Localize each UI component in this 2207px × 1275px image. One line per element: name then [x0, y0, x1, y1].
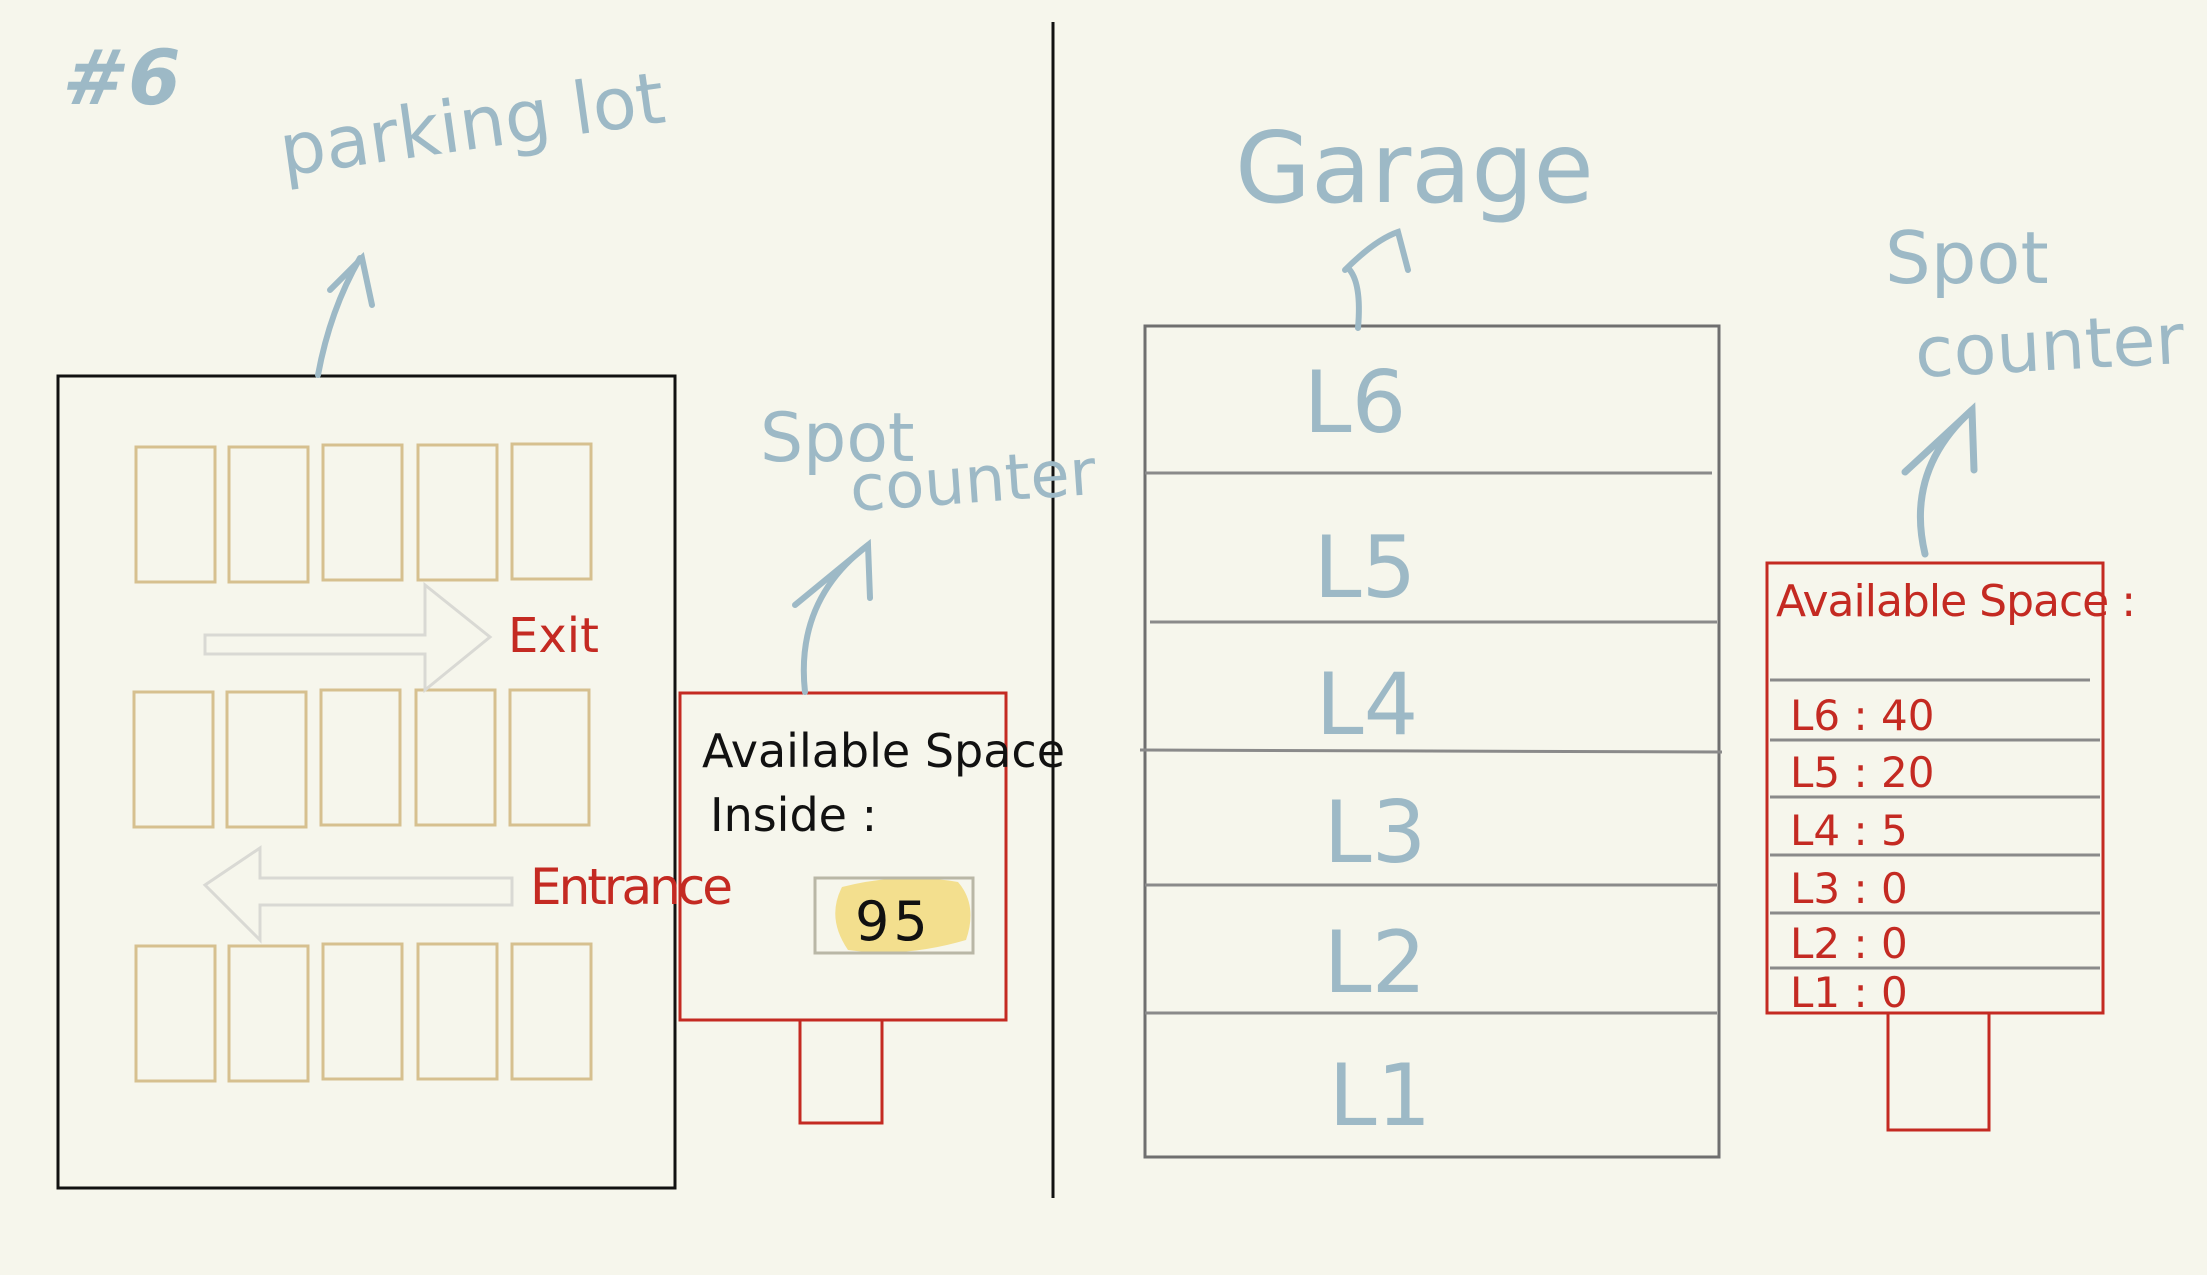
value-display-box: [813, 876, 975, 955]
level-count-row: L4 : 5: [1790, 806, 1908, 855]
parking-space: [510, 442, 593, 581]
page-number: #6: [56, 33, 189, 122]
left-counter-label-line2: counter: [847, 435, 1099, 527]
right-counter-annotation-arrow: [1901, 402, 1978, 558]
parking-space: [508, 688, 591, 827]
garage-level-label: L3: [1323, 783, 1427, 883]
garage-outline: [1143, 324, 1721, 1159]
level-count-row: L3 : 0: [1790, 864, 1908, 913]
level-count-row: L2 : 0: [1790, 919, 1908, 968]
available-space-count: 95: [855, 890, 932, 953]
garage-level-label: L1: [1328, 1046, 1432, 1146]
left-counter-sign-board: [678, 691, 1008, 1022]
left-sign-title: Available Space: [702, 724, 1066, 778]
parking-spaces-row-2: [132, 688, 591, 829]
garage-annotation-arrow: [1342, 228, 1411, 331]
right-counter-label-line2: counter: [1912, 297, 2187, 394]
parking-space: [321, 942, 404, 1081]
garage-level-dividers: [1139, 471, 1723, 1015]
parking-space: [319, 688, 402, 827]
parking-space: [321, 443, 404, 582]
parking-space: [227, 445, 310, 584]
parking-space: [134, 445, 217, 584]
right-counter-label-line1: Spot: [1885, 216, 2049, 300]
right-sign-title: Available Space :: [1776, 576, 2136, 627]
left-counter-label-line1: Spot: [760, 399, 915, 478]
left-sign-title-line2: Inside :: [710, 788, 878, 842]
arrow-left-icon: [202, 845, 514, 944]
parking-lot-outline: [56, 374, 677, 1190]
left-counter-sign-post: [798, 1020, 884, 1125]
garage-level-label: L5: [1313, 518, 1417, 618]
parking-space: [227, 944, 310, 1083]
parking-space: [510, 942, 593, 1081]
parking-space: [225, 690, 308, 829]
garage-level-label: L4: [1315, 655, 1419, 755]
level-count-row: L5 : 20: [1790, 748, 1935, 797]
parking-space: [134, 944, 217, 1083]
parking-space: [132, 690, 215, 829]
arrow-right-icon: [203, 581, 493, 694]
right-counter-sign-board: [1765, 561, 2105, 1015]
right-counter-sign-post: [1886, 1013, 1991, 1132]
exit-label: Exit: [508, 608, 599, 664]
parking-space: [416, 443, 499, 582]
parking-lot-annotation-arrow: [315, 251, 375, 378]
right-sign-row-dividers: [1770, 678, 2100, 970]
garage-level-label: L6: [1303, 353, 1407, 453]
left-counter-annotation-arrow: [792, 538, 873, 695]
garage-title: Garage: [1235, 112, 1594, 226]
value-highlight: [835, 878, 971, 953]
garage-level-label: L2: [1323, 913, 1427, 1013]
parking-spaces-row-1: [134, 442, 593, 584]
level-count-row: L6 : 40: [1790, 691, 1935, 740]
parking-spaces-row-3: [134, 942, 593, 1083]
parking-space: [416, 942, 499, 1081]
parking-space: [414, 688, 497, 827]
level-count-row: L1 : 0: [1790, 968, 1908, 1017]
entrance-label: Entrance: [530, 858, 733, 916]
